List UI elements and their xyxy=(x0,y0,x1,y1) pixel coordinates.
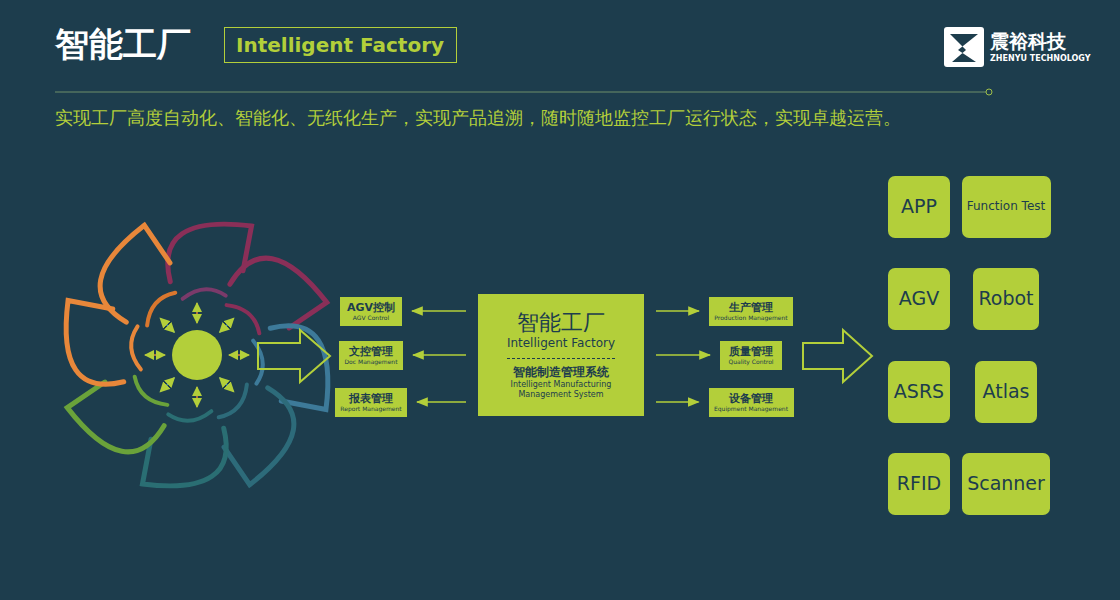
logo-subtext: ZHENYU TECHNOLOGY xyxy=(990,54,1091,63)
node-title: AGV控制 xyxy=(347,301,395,315)
small-arrow xyxy=(220,378,234,392)
page-title: 智能工厂 xyxy=(55,22,191,68)
inner-petal xyxy=(219,385,247,418)
system-box: 智能工厂Intelligent Factory 智能制造管理系统Intellige… xyxy=(478,294,644,416)
node-subtitle: Intelligent Factory xyxy=(507,336,615,359)
node-title: ASRS xyxy=(894,381,944,403)
node-title: APP xyxy=(901,196,937,218)
module-box: AGV控制AGV Control xyxy=(340,297,402,326)
node-subtitle: Doc Management xyxy=(344,358,397,365)
node-title: Function Test xyxy=(967,200,1046,214)
node-subtitle: Production Management xyxy=(714,314,787,321)
node-subtitle: AGV Control xyxy=(353,314,389,321)
connector-arrow xyxy=(656,354,710,356)
device-box: Scanner xyxy=(962,453,1050,515)
module-box: 报表管理Report Management xyxy=(335,388,407,417)
node-title: Scanner xyxy=(967,473,1045,495)
petal xyxy=(100,225,170,322)
inner-petal xyxy=(168,411,211,421)
node-title: 设备管理 xyxy=(729,392,773,406)
petal xyxy=(67,382,164,452)
title-tag: Intelligent Factory xyxy=(224,27,457,63)
small-arrow xyxy=(196,387,198,407)
flower-illustration xyxy=(66,224,328,486)
node-title: Intelligent Factory xyxy=(236,33,444,57)
node-title: 生产管理 xyxy=(729,301,773,315)
inner-petal xyxy=(131,326,141,369)
connector-arrow xyxy=(656,310,699,312)
device-box: Function Test xyxy=(962,176,1051,238)
device-box: Atlas xyxy=(975,361,1037,423)
node-title: RFID xyxy=(897,473,941,495)
node-title: 质量管理 xyxy=(729,345,773,359)
node-subtitle: Intelligent Manufacturing Management Sys… xyxy=(486,380,636,400)
subtitle: 实现工厂高度自动化、智能化、无纸化生产，实现产品追溯，随时随地监控工厂运行状态，… xyxy=(55,106,901,130)
node-subtitle: Report Management xyxy=(340,405,401,412)
inner-petal xyxy=(183,289,226,299)
node-title: Atlas xyxy=(983,381,1030,403)
small-arrow xyxy=(160,318,174,332)
node-title: AGV xyxy=(899,288,939,310)
petal xyxy=(230,258,327,328)
device-box: AGV xyxy=(888,268,950,330)
connector-arrow xyxy=(656,401,699,403)
device-box: ASRS xyxy=(888,361,950,423)
node-title: Robot xyxy=(978,288,1033,310)
small-arrow xyxy=(196,303,198,323)
inner-petal xyxy=(135,377,168,405)
node-subtitle: 智能制造管理系统 xyxy=(513,365,609,381)
small-arrow xyxy=(145,354,165,356)
hollow-arrow xyxy=(258,330,330,382)
node-subtitle: Equipment Management xyxy=(714,405,788,412)
small-arrow xyxy=(160,378,174,392)
device-box: RFID xyxy=(888,453,950,515)
logo-text: 震裕科技 xyxy=(990,29,1066,55)
connector-arrow xyxy=(413,354,466,356)
inner-petal xyxy=(147,293,175,326)
node-title: 报表管理 xyxy=(349,392,393,406)
device-box: APP xyxy=(888,176,950,238)
inner-petal xyxy=(227,305,260,333)
connector-arrow xyxy=(417,401,466,403)
module-box: 文控管理Doc Management xyxy=(339,341,403,370)
node-title: 文控管理 xyxy=(349,345,393,359)
device-box: Robot xyxy=(973,268,1039,330)
petal xyxy=(224,388,294,485)
module-box: 生产管理Production Management xyxy=(709,297,793,326)
small-arrow xyxy=(229,354,249,356)
small-arrow xyxy=(220,318,234,332)
center-circle xyxy=(172,330,222,380)
logo-icon xyxy=(944,27,984,67)
node-title: 智能工厂 xyxy=(517,310,605,336)
connector-arrow xyxy=(412,310,466,312)
hollow-arrow xyxy=(803,330,872,382)
rule-dot xyxy=(986,89,992,95)
node-subtitle: Quality Control xyxy=(728,358,773,365)
header-rule xyxy=(55,92,986,93)
module-box: 设备管理Equipment Management xyxy=(709,388,794,417)
module-box: 质量管理Quality Control xyxy=(720,341,782,370)
